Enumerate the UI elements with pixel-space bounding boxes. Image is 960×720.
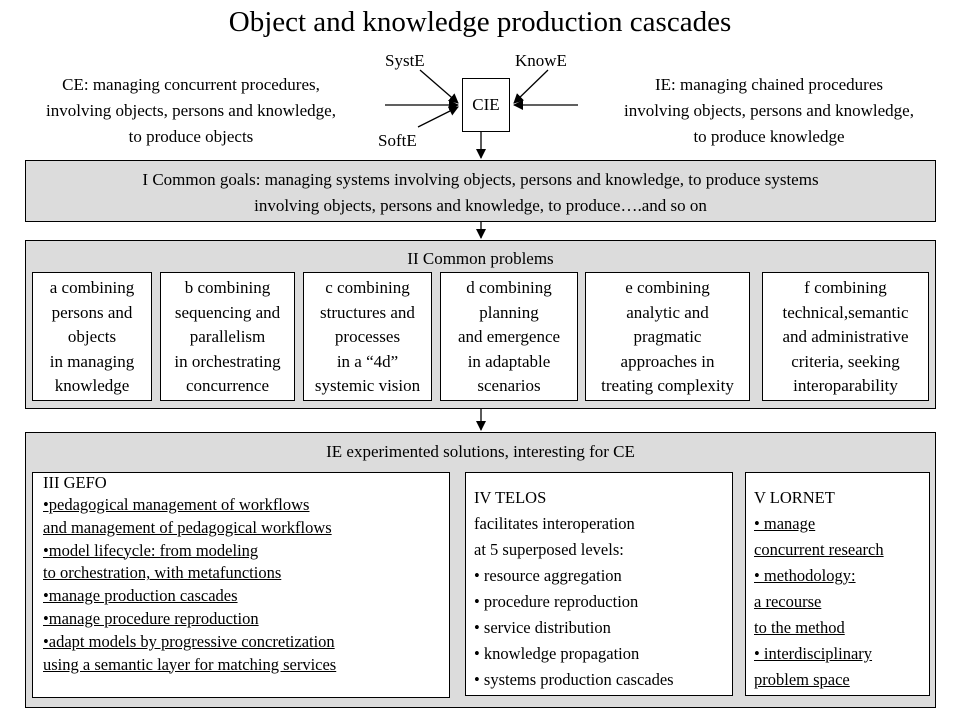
problem-line: analytic and xyxy=(626,302,709,322)
arrow-syste xyxy=(419,69,459,104)
solutions-title: IE experimented solutions, interesting f… xyxy=(326,442,635,461)
gefo-line: •adapt models by progressive concretizat… xyxy=(43,631,335,651)
problem-line: a combining xyxy=(49,278,135,297)
problem-line: knowledge xyxy=(54,376,130,395)
problem-line: d combining xyxy=(466,278,552,297)
syste-label: SystE xyxy=(385,51,425,70)
gefo-box: III GEFO •pedagogical management of work… xyxy=(32,472,450,698)
lornet-line: a recourse xyxy=(754,592,822,611)
telos-line: facilitates interoperation xyxy=(474,514,635,533)
problem-line: scenarios xyxy=(477,376,541,395)
goals-line: I Common goals: managing systems involvi… xyxy=(142,170,819,189)
problem-line: in orchestrating xyxy=(174,351,281,371)
gefo-line: using a semantic layer for matching serv… xyxy=(43,654,337,674)
lornet-line: • interdisciplinary xyxy=(754,644,873,663)
lornet-box: V LORNET • manage concurrent research • … xyxy=(745,472,930,696)
gefo-line: •manage production cascades xyxy=(43,586,238,606)
ie-description: IE: managing chained procedures involvin… xyxy=(585,72,953,150)
lornet-line: problem space xyxy=(754,670,850,689)
problem-line: e combining xyxy=(625,278,710,297)
knowe-label: KnowE xyxy=(515,51,567,70)
problem-line: in managing xyxy=(49,351,135,371)
problem-line: and administrative xyxy=(782,327,909,346)
cie-box: CIE xyxy=(462,78,510,132)
ie-line: IE: managing chained procedures xyxy=(655,75,883,94)
ie-line: involving objects, persons and knowledge… xyxy=(624,101,914,120)
arrow-softe xyxy=(417,106,459,128)
problem-line: f combining xyxy=(804,278,887,297)
problem-line: in a “4d” xyxy=(336,351,399,371)
problem-line: sequencing and xyxy=(174,302,281,322)
problem-line: processes xyxy=(334,327,401,346)
problem-line: b combining xyxy=(184,278,271,297)
problem-line: treating complexity xyxy=(601,376,734,395)
telos-line: • resource aggregation xyxy=(474,566,622,585)
problem-line: objects xyxy=(67,327,117,346)
ce-line: to produce objects xyxy=(128,127,254,146)
lornet-line: to the method xyxy=(754,618,845,637)
gefo-line: and management of pedagogical workflows xyxy=(43,517,332,537)
lornet-line: concurrent research xyxy=(754,540,884,559)
telos-line: • systems production cascades xyxy=(474,670,674,689)
gefo-line: to orchestration, with metafunctions xyxy=(43,563,282,583)
problem-box-f: f combining technical,semantic and admin… xyxy=(762,272,929,401)
problem-line: structures and xyxy=(320,302,415,322)
telos-line: • procedure reproduction xyxy=(474,592,639,611)
problem-box-d: d combining planning and emergence in ad… xyxy=(440,272,578,401)
problem-line: systemic vision xyxy=(314,376,421,395)
problem-line: approaches in xyxy=(620,351,715,371)
problem-box-a: a combining persons and objects in manag… xyxy=(32,272,152,401)
problem-line: c combining xyxy=(325,278,410,297)
telos-line: IV TELOS xyxy=(474,488,547,507)
problem-line: parallelism xyxy=(189,327,266,346)
problem-line: concurrence xyxy=(185,376,270,395)
telos-box: IV TELOS facilitates interoperation at 5… xyxy=(465,472,733,696)
goals-line: involving objects, persons and knowledge… xyxy=(254,196,707,215)
problem-line: technical,semantic xyxy=(782,302,909,322)
problem-line: in adaptable xyxy=(467,351,551,371)
problem-box-b: b combining sequencing and parallelism i… xyxy=(160,272,295,401)
lornet-line: V LORNET xyxy=(754,488,835,507)
telos-line: • knowledge propagation xyxy=(474,644,640,663)
ce-line: involving objects, persons and knowledge… xyxy=(46,101,336,120)
cie-label: CIE xyxy=(472,95,500,114)
problem-line: criteria, seeking xyxy=(791,351,900,371)
lornet-line: • methodology: xyxy=(754,566,856,585)
common-goals-panel: I Common goals: managing systems involvi… xyxy=(25,160,936,222)
problem-line: pragmatic xyxy=(633,327,702,346)
gefo-line: III GEFO xyxy=(43,473,107,492)
problem-line: and emergence xyxy=(457,327,561,346)
gefo-line: •pedagogical management of workflows xyxy=(43,495,310,514)
problem-line: persons and xyxy=(51,302,133,322)
problem-line: planning xyxy=(479,302,539,322)
problems-title: II Common problems xyxy=(407,249,554,268)
problem-line: interoparability xyxy=(793,376,898,395)
telos-line: • service distribution xyxy=(474,618,611,637)
problem-box-c: c combining structures and processes in … xyxy=(303,272,432,401)
lornet-line: • manage xyxy=(754,514,816,533)
arrow-knowe xyxy=(513,69,549,104)
ie-line: to produce knowledge xyxy=(693,127,845,146)
gefo-line: •manage procedure reproduction xyxy=(43,608,259,628)
ce-line: CE: managing concurrent procedures, xyxy=(62,75,320,94)
ce-description: CE: managing concurrent procedures, invo… xyxy=(10,72,372,150)
softe-label: SoftE xyxy=(378,131,417,150)
page-title: Object and knowledge production cascades xyxy=(228,6,732,38)
problem-box-e: e combining analytic and pragmatic appro… xyxy=(585,272,750,401)
gefo-line: •model lifecycle: from modeling xyxy=(43,540,259,560)
telos-line: at 5 superposed levels: xyxy=(474,540,624,559)
